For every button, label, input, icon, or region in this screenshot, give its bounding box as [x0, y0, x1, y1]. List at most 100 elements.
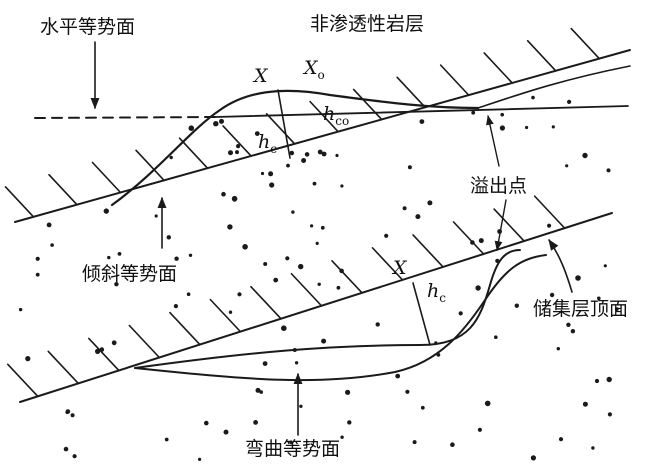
symbol-hc0: hco: [323, 103, 349, 128]
sand-dot: [164, 437, 169, 442]
sand-dot: [317, 149, 323, 155]
hc-upper-line: [277, 89, 291, 159]
symbol-x-upper: X: [252, 65, 269, 87]
hatch-line: [452, 221, 485, 255]
sand-dot: [260, 171, 265, 176]
lower-reservoir-top: [6, 195, 613, 403]
hatch-line: [533, 195, 566, 229]
sand-dot: [188, 253, 193, 257]
label-horizontal-surface: 水平等势面: [40, 16, 135, 38]
sand-dot: [228, 150, 233, 156]
label-reservoir-top: 储集层顶面: [533, 298, 628, 320]
sand-dot: [99, 347, 105, 352]
hatch-line: [178, 137, 209, 169]
hatch-line: [265, 113, 296, 145]
label-impermeable-layer: 非渗透性岩层: [310, 13, 424, 35]
sand-dot: [384, 233, 389, 238]
sand-dot: [298, 263, 304, 270]
sand-dot: [478, 238, 484, 244]
sand-dot: [173, 304, 178, 309]
hatch-line: [169, 311, 201, 346]
sand-dot: [263, 262, 268, 266]
sand-dot: [315, 241, 319, 245]
sand-dot: [188, 125, 195, 131]
sand-dot: [228, 310, 233, 314]
sand-dot: [242, 244, 248, 250]
sand-dot: [65, 410, 69, 415]
upper-trap-outline-2: [477, 65, 631, 109]
sand-dot: [219, 118, 224, 124]
sand-dot: [223, 429, 229, 435]
sand-dot: [603, 264, 607, 268]
sand-dot: [236, 144, 241, 149]
symbol-hc-lower: hc: [427, 280, 446, 305]
sand-dot: [198, 457, 202, 461]
sand-dot: [63, 446, 69, 452]
sand-dot: [235, 150, 239, 155]
sand-dot: [289, 150, 295, 156]
sand-dot: [291, 210, 295, 214]
sand-dot: [268, 171, 274, 177]
sand-dot: [336, 285, 341, 290]
sand-dot: [339, 268, 344, 274]
hatch-line: [526, 39, 557, 72]
hatch-line: [6, 363, 39, 398]
hatch-line: [128, 324, 161, 359]
hatch-line: [331, 260, 363, 294]
sand-dot: [107, 255, 111, 260]
sand-dot: [565, 164, 569, 168]
sand-dot: [606, 168, 611, 173]
hatch-line: [250, 285, 282, 320]
sand-dot: [591, 446, 595, 450]
hatch-line: [439, 64, 470, 96]
sand-dot: [35, 256, 40, 261]
sand-dot: [111, 340, 117, 346]
sand-dot: [262, 361, 268, 366]
sand-dot: [500, 112, 505, 117]
sand-dot: [254, 131, 260, 137]
sand-dot: [547, 223, 552, 228]
hatch-line: [309, 100, 339, 133]
sand-dot: [289, 440, 293, 445]
sand-dot: [186, 292, 191, 297]
hatch-line: [135, 149, 165, 182]
sand-dot: [567, 99, 572, 104]
sand-dot: [594, 378, 600, 384]
sand-dot: [582, 152, 588, 159]
lower-hatching: [6, 195, 566, 398]
sand-dot: [169, 155, 173, 160]
sand-dot: [103, 208, 110, 214]
hc-lower-line: [412, 282, 431, 346]
sand-dot: [415, 214, 421, 220]
sand-dot: [494, 335, 498, 340]
sand-dot: [213, 121, 219, 127]
sand-dot: [347, 420, 352, 425]
sand-dot: [154, 214, 158, 218]
sand-dot: [570, 329, 576, 334]
sand-dot: [450, 442, 455, 448]
sand-dot: [525, 125, 529, 130]
hatch-line: [396, 76, 426, 109]
sand-dot: [174, 256, 179, 261]
sand-dot: [575, 275, 581, 281]
sand-dot: [395, 373, 401, 379]
hatch-line: [493, 208, 525, 242]
sand-dot: [419, 119, 425, 124]
sand-dot: [375, 322, 380, 327]
sand-dot: [531, 95, 535, 100]
label-inclined-surface: 倾斜等势面: [82, 263, 177, 285]
sand-dot: [558, 437, 564, 442]
sand-dot: [321, 338, 327, 344]
sand-dot: [18, 307, 23, 312]
sand-dot: [514, 303, 519, 308]
sand-dot: [204, 420, 209, 426]
sand-dot: [321, 151, 327, 157]
sand-dot: [499, 125, 505, 131]
sand-dot: [420, 405, 425, 410]
sand-dot: [475, 285, 481, 291]
sand-dot: [35, 272, 40, 277]
sand-dot: [549, 292, 555, 298]
sand-dot: [427, 200, 433, 206]
upper-hatching: [4, 27, 601, 218]
sand-dot: [281, 325, 287, 332]
